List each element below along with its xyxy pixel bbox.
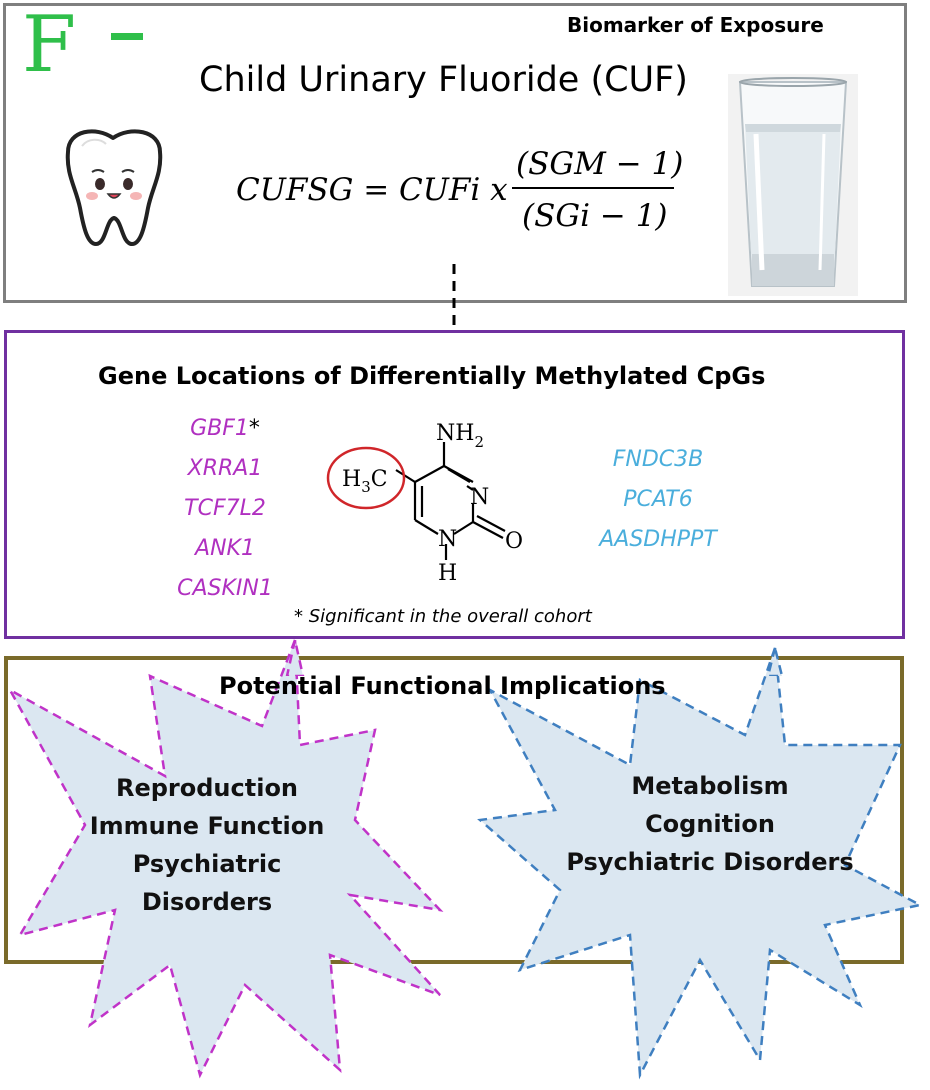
genes-footnote: * Significant in the overall cohort bbox=[294, 606, 592, 627]
equation-denominator: (SGi − 1) bbox=[522, 198, 668, 234]
right-star-line: Psychiatric Disorders bbox=[566, 848, 854, 876]
implications-panel bbox=[4, 656, 904, 964]
right-star-line: Metabolism bbox=[631, 772, 789, 800]
left-star-line: Disorders bbox=[141, 888, 273, 916]
gene-list-left: GBF1* XRRA1 TCF7L2 ANK1 CASKIN1 bbox=[150, 410, 300, 610]
fluoride-symbol: F bbox=[22, 0, 77, 90]
methylcytosine-structure: NH2 N N H O H3C bbox=[318, 420, 538, 605]
exposure-title: Child Urinary Fluoride (CUF) bbox=[199, 60, 688, 100]
svg-text:O: O bbox=[505, 529, 523, 554]
specific-gravity-equation: CUFSG = CUFi x (SGM − 1) (SGi − 1) bbox=[232, 140, 692, 245]
left-star-text: Reproduction Immune Function Psychiatric… bbox=[72, 769, 342, 921]
right-starburst-shape bbox=[477, 647, 924, 1080]
gene-item: GBF1* bbox=[190, 416, 260, 441]
gene-item: TCF7L2 bbox=[184, 496, 266, 521]
left-star-line: Reproduction bbox=[115, 774, 299, 802]
gene-list-right: FNDC3B PCAT6 AASDHPPT bbox=[578, 440, 738, 560]
equation-lhs: CUFSG = CUFi x bbox=[236, 172, 508, 208]
gene-item: ANK1 bbox=[195, 536, 255, 561]
svg-text:NH2: NH2 bbox=[436, 421, 484, 451]
fluoride-charge-minus bbox=[111, 33, 143, 40]
svg-text:H: H bbox=[438, 561, 457, 586]
left-star-line: Immune Function bbox=[89, 812, 325, 840]
gene-item: PCAT6 bbox=[623, 487, 693, 512]
gene-item: CASKIN1 bbox=[177, 576, 273, 601]
svg-text:N: N bbox=[438, 527, 457, 552]
methyl-group-highlight bbox=[326, 446, 406, 510]
svg-text:H3C: H3C bbox=[342, 467, 388, 496]
right-star-text: Metabolism Cognition Psychiatric Disorde… bbox=[560, 767, 860, 881]
gene-item: FNDC3B bbox=[612, 447, 704, 472]
tooth-icon bbox=[48, 122, 178, 257]
gene-item: XRRA1 bbox=[187, 456, 263, 481]
water-glass-icon bbox=[728, 74, 858, 301]
svg-text:N: N bbox=[470, 485, 489, 510]
implications-section-label: Potential Functional Implications bbox=[219, 672, 666, 700]
equation-numerator: (SGM − 1) bbox=[516, 146, 683, 182]
genes-panel bbox=[4, 330, 905, 639]
exposure-section-label: Biomarker of Exposure bbox=[567, 13, 824, 37]
left-starburst-shape bbox=[6, 639, 444, 1079]
left-star-line: Psychiatric bbox=[132, 850, 282, 878]
gene-item: AASDHPPT bbox=[599, 527, 717, 552]
right-star-line: Cognition bbox=[645, 810, 775, 838]
implication-starbursts bbox=[0, 636, 930, 1090]
genes-section-label: Gene Locations of Differentially Methyla… bbox=[98, 362, 766, 390]
starburst-tip-overlay bbox=[0, 636, 930, 681]
